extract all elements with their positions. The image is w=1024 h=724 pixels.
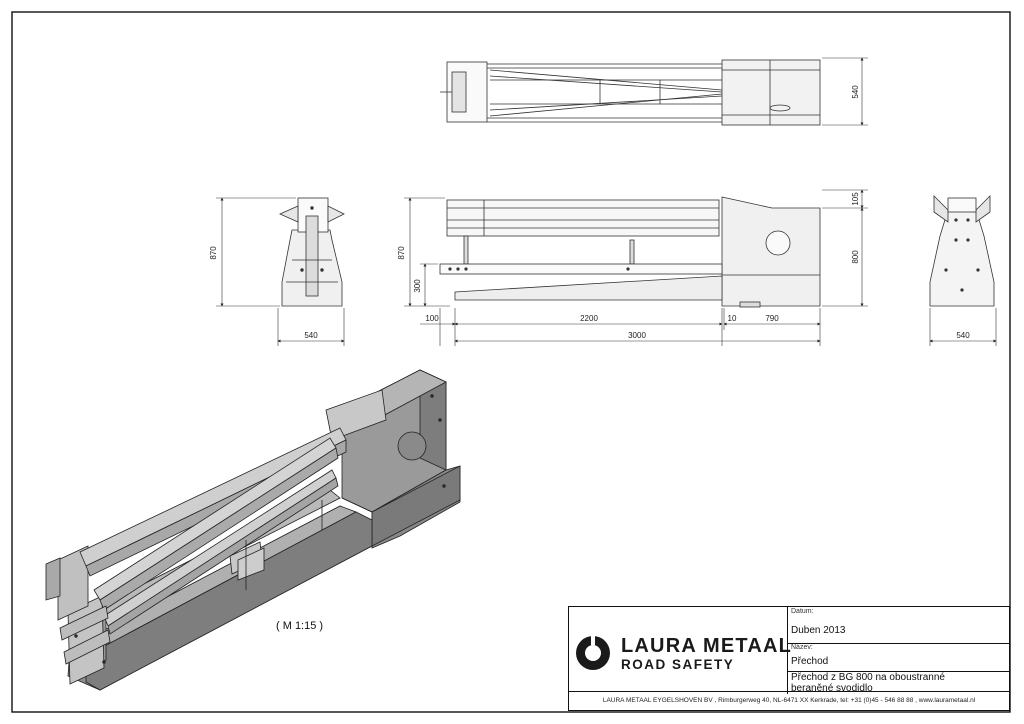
front-view [279, 197, 345, 307]
name-value: Přechod [791, 656, 829, 667]
side-view-len-790-label: 790 [765, 314, 779, 323]
date-value: Duben 2013 [791, 625, 846, 636]
side-view-dimensions [404, 189, 868, 346]
company-name-line2: ROAD SAFETY [621, 657, 735, 672]
side-view-height-label: 870 [397, 246, 406, 260]
side-view-len-total-label: 3000 [628, 331, 646, 340]
name-field: Název: Přechod [787, 643, 1009, 672]
company-name-line1: LAURA METAAL [621, 635, 793, 657]
rear-view-dimensions [929, 308, 997, 346]
rear-view [929, 195, 995, 307]
front-view-height-label: 870 [209, 246, 218, 260]
date-label: Datum: [791, 608, 814, 615]
scale-label: ( M 1:15 ) [276, 620, 324, 632]
side-view-len-2200-label: 2200 [580, 314, 598, 323]
side-view-top-offset-label: 105 [851, 192, 860, 206]
name-label: Název: [791, 644, 813, 651]
company-logo-icon [576, 635, 610, 670]
top-view-width-label: 540 [851, 85, 860, 99]
side-view-low-height-label: 300 [413, 279, 422, 293]
company-logo-block: LAURA METAAL ROAD SAFETY [569, 607, 791, 694]
side-view-block-height-label: 800 [851, 250, 860, 264]
title-block: LAURA METAAL ROAD SAFETY Datum: Duben 20… [568, 606, 1010, 711]
description-line2: beraněné svodidlo [791, 683, 873, 694]
top-view-width-dimension [822, 57, 868, 126]
top-view [440, 59, 821, 126]
side-view-len-100-label: 100 [425, 314, 439, 323]
company-address-footer: LAURA METAAL EYGELSHOVEN BV , Rimburgerw… [569, 691, 1009, 710]
side-view [439, 196, 821, 308]
date-field: Datum: Duben 2013 [787, 607, 1009, 644]
title-block-fields: Datum: Duben 2013 Název: Přechod Přechod… [787, 607, 1009, 694]
front-view-dimensions [216, 197, 345, 346]
side-view-len-10-label: 10 [728, 314, 737, 323]
description-field: Přechod z BG 800 na oboustranné beraněné… [787, 671, 1009, 694]
front-view-width-label: 540 [304, 331, 318, 340]
description-line1: Přechod z BG 800 na oboustranné [791, 672, 945, 683]
isometric-view [45, 369, 461, 691]
sheet-border [11, 11, 1011, 713]
rear-view-width-label: 540 [956, 331, 970, 340]
